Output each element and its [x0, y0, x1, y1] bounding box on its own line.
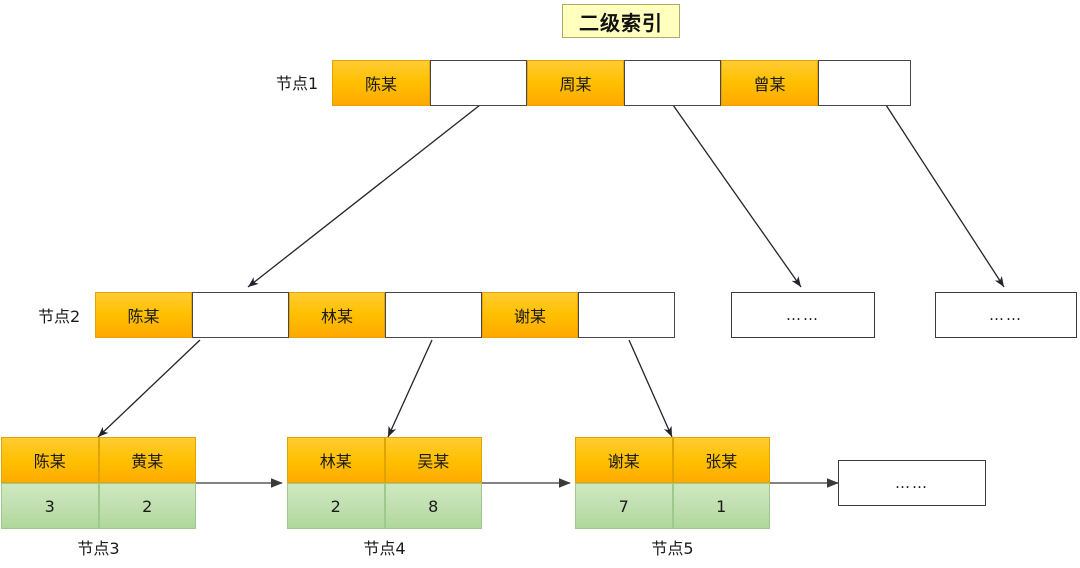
leaf-node-4-key-1[interactable]: 林某: [287, 437, 385, 483]
leaf-node-4-key-2[interactable]: 吴某: [384, 437, 482, 483]
edge-n2p1-to-node3: [97, 339, 201, 438]
level2-ellipsis-node-1[interactable]: ……: [731, 292, 875, 338]
edge-n1p3-to-dotsB: [885, 104, 1005, 288]
level1-pointer-cell-2[interactable]: [624, 60, 721, 106]
leaf-node-4-value-1[interactable]: 2: [287, 483, 385, 529]
level2-key-cell-2[interactable]: 林某: [289, 292, 385, 338]
level1-key-cell-3[interactable]: 曾某: [721, 60, 818, 106]
level1-key-cell-2[interactable]: 周某: [527, 60, 624, 106]
diagram-title: 二级索引: [562, 4, 680, 38]
level2-pointer-cell-2[interactable]: [385, 292, 482, 338]
index-node-level1: 陈某 周某 曾某: [332, 60, 911, 106]
level2-pointer-cell-1[interactable]: [192, 292, 289, 338]
node-label-node4: 节点4: [363, 539, 406, 558]
node-label-level1: 节点1: [276, 74, 319, 93]
leaf-node-4-value-2[interactable]: 8: [384, 483, 482, 529]
leaf-node-3-values: 3 2: [1, 483, 196, 529]
index-node-level2: 陈某 林某 谢某: [95, 292, 675, 338]
level1-key-cell-1[interactable]: 陈某: [332, 60, 430, 106]
node-label-level2: 节点2: [38, 307, 81, 326]
level1-pointer-cell-1[interactable]: [430, 60, 527, 106]
edge-n1p1-to-n2: [247, 104, 481, 288]
leaf-node-3-keys: 陈某 黄某: [1, 437, 196, 483]
leaf-node-5-values: 7 1: [575, 483, 770, 529]
leaf-node-5: 谢某 张某 7 1 节点5: [575, 437, 770, 559]
leaf-node-4: 林某 吴某 2 8 节点4: [287, 437, 482, 559]
leaf-node-5-keys: 谢某 张某: [575, 437, 770, 483]
level2-pointer-cell-3[interactable]: [578, 292, 675, 338]
level2-key-cell-1[interactable]: 陈某: [95, 292, 192, 338]
leaf-node-4-keys: 林某 吴某: [287, 437, 482, 483]
leaf-ellipsis-node[interactable]: ……: [838, 460, 986, 506]
leaf-node-5-value-2[interactable]: 1: [672, 483, 770, 529]
level2-key-cell-3[interactable]: 谢某: [482, 292, 578, 338]
level2-ellipsis-node-2[interactable]: ……: [935, 292, 1077, 338]
leaf-node-3-key-1[interactable]: 陈某: [1, 437, 99, 483]
leaf-node-5-key-2[interactable]: 张某: [672, 437, 770, 483]
edge-n1p2-to-dotsA: [672, 104, 802, 288]
leaf-node-5-value-1[interactable]: 7: [575, 483, 673, 529]
leaf-node-3-value-1[interactable]: 3: [1, 483, 99, 529]
node-label-node5: 节点5: [651, 539, 694, 558]
node-label-node3: 节点3: [77, 539, 120, 558]
level1-pointer-cell-3[interactable]: [818, 60, 911, 106]
leaf-node-4-values: 2 8: [287, 483, 482, 529]
edge-n2p3-to-node5: [628, 339, 673, 438]
leaf-node-3: 陈某 黄某 3 2 节点3: [1, 437, 196, 559]
leaf-node-3-value-2[interactable]: 2: [98, 483, 196, 529]
leaf-node-5-key-1[interactable]: 谢某: [575, 437, 673, 483]
leaf-node-3-key-2[interactable]: 黄某: [98, 437, 196, 483]
edge-n2p2-to-node4: [387, 339, 433, 438]
